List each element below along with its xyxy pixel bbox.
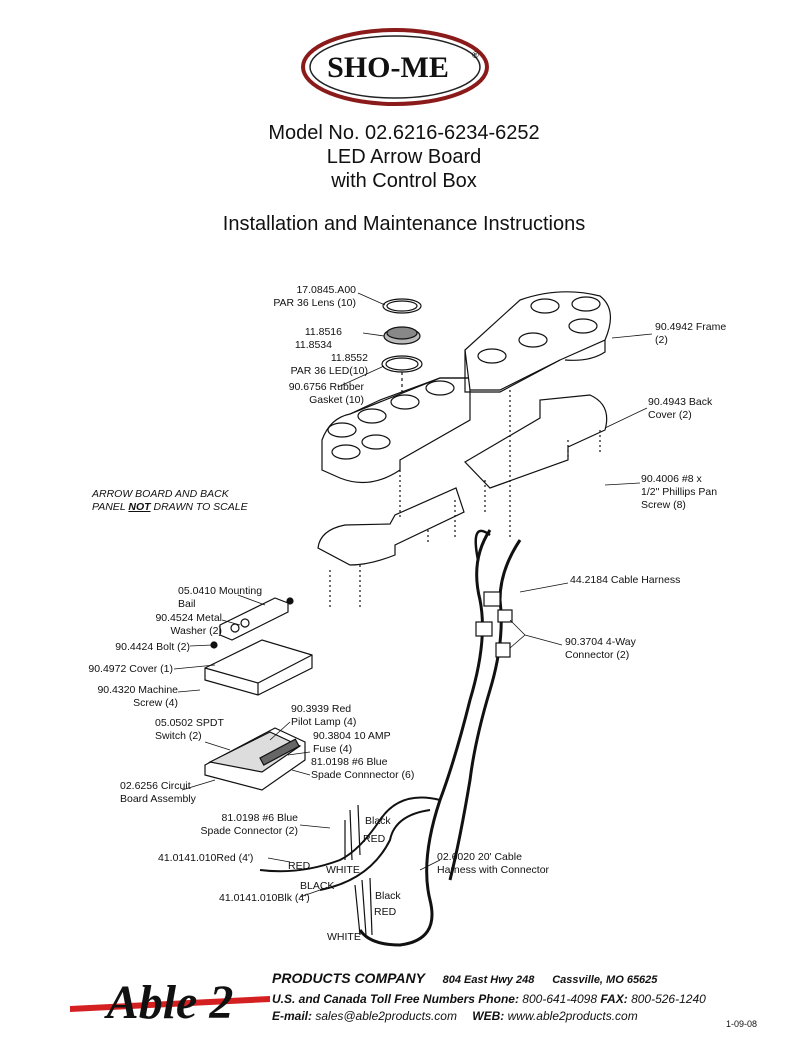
svg-text:®: ®: [472, 50, 479, 60]
model-number: Model No. 02.6216-6234-6252: [268, 122, 540, 144]
company-line: PRODUCTS COMPANY 804 East Hwy 248 Cassvi…: [272, 970, 658, 986]
product-line-2: with Control Box: [331, 170, 477, 192]
brand-name: SHO-ME: [327, 51, 449, 84]
phone-line: U.S. and Canada Toll Free Numbers Phone:…: [272, 992, 706, 1006]
label-bolt: 90.4424 Bolt (2): [115, 641, 190, 653]
contact-line: E-mail: sales@able2products.com WEB: www…: [272, 1009, 638, 1023]
product-line-1: LED Arrow Board: [326, 146, 482, 168]
wire-red-2: RED: [288, 860, 311, 872]
label-cover: 90.4972 Cover (1): [88, 663, 173, 675]
wire-white-3: WHITE: [327, 931, 361, 943]
label-frame: 90.4942 Frame(2): [655, 321, 727, 346]
wire-black-2: BLACK: [300, 880, 335, 892]
scale-note: ARROW BOARD AND BACK PANEL NOT DRAWN TO …: [92, 488, 248, 513]
date-code: 1-09-08: [726, 1019, 758, 1029]
label-cable-harness: 44.2184 Cable Harness: [570, 574, 681, 586]
sho-me-logo: SHO-ME ®: [300, 28, 490, 106]
svg-text:Able 2: Able 2: [104, 976, 234, 1028]
able2-logo: Able 2: [70, 966, 270, 1029]
doc-title: Installation and Maintenance Instruction…: [222, 213, 586, 235]
wire-red-1: RED: [363, 833, 386, 845]
email-link[interactable]: sales@able2products.com: [315, 1009, 457, 1023]
label-black-wire: 41.0141.010Blk (4'): [219, 892, 310, 904]
web-link[interactable]: www.able2products.com: [507, 1009, 638, 1023]
label-red-wire: 41.0141.010Red (4'): [158, 852, 254, 864]
wire-black-1: Black: [365, 815, 391, 827]
wire-red-3: RED: [374, 906, 397, 918]
wire-white-1: WHITE: [326, 864, 360, 876]
wire-black-3: Black: [375, 890, 401, 902]
